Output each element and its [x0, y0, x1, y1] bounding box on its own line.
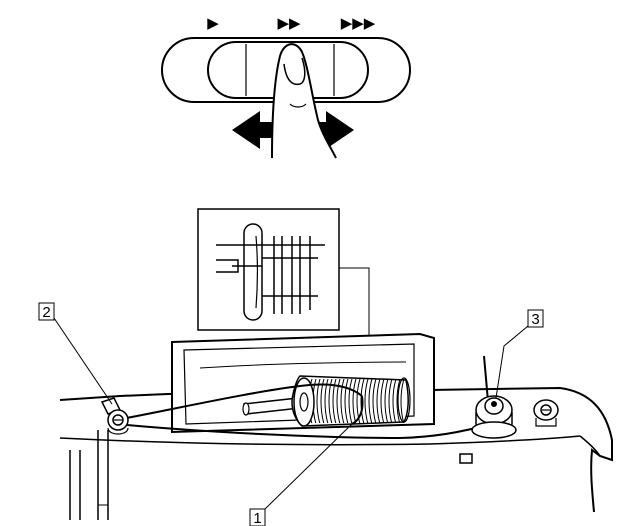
thread-guide — [100, 397, 129, 435]
callout-3: 3 — [495, 309, 544, 399]
finger-icon — [271, 43, 337, 159]
speed-medium-icon: ▶▶ — [277, 15, 301, 32]
callout-3-label: 3 — [531, 311, 539, 328]
thread-guide-detail-inset — [197, 208, 340, 331]
speed-slow-icon: ▶ — [207, 15, 219, 32]
speed-slider-illustration: ▶ ▶▶ ▶▶▶ — [161, 15, 411, 159]
bobbin-winder-stopper — [533, 399, 559, 427]
callout-2-label: 2 — [42, 304, 50, 321]
thread-spool — [291, 375, 411, 427]
speed-fast-icon: ▶▶▶ — [341, 15, 376, 32]
callout-2: 2 — [38, 302, 113, 405]
callout-1: 1 — [249, 421, 355, 526]
bobbin-winder — [471, 395, 517, 439]
callout-1-label: 1 — [253, 510, 261, 526]
indicator-square — [459, 453, 473, 464]
thread-path — [115, 355, 491, 440]
